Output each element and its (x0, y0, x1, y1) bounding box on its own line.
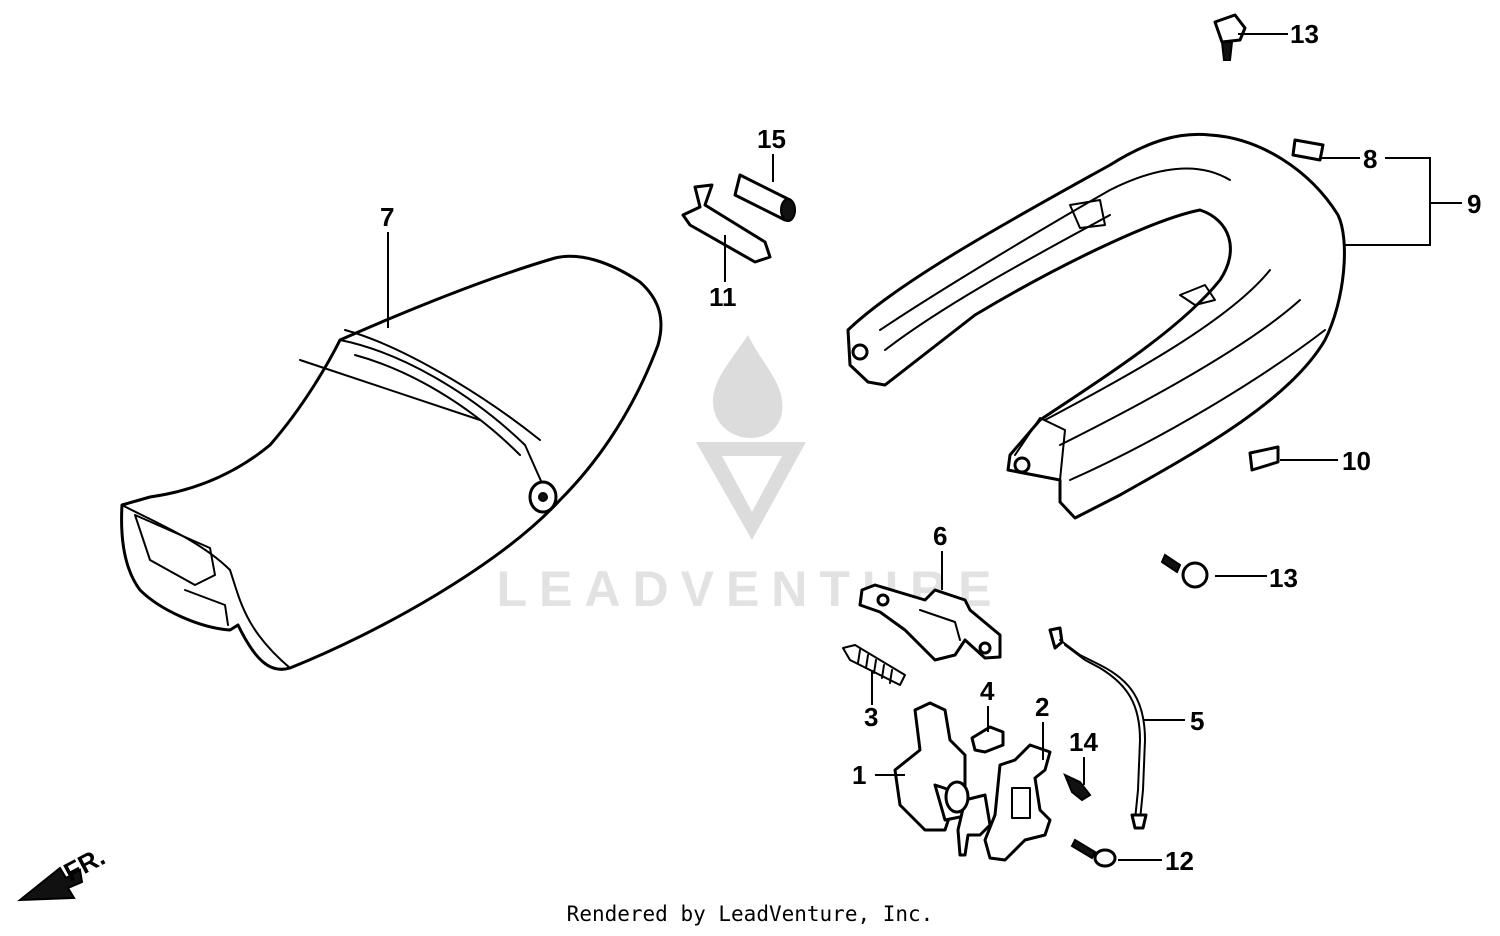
callout-13-top: 13 (1290, 19, 1319, 49)
callout-15: 15 (757, 124, 786, 154)
leader-lines (387, 33, 1462, 861)
part-bolt-13-mid (1160, 553, 1209, 589)
part-emblem-8 (1291, 138, 1325, 162)
callout-2: 2 (1035, 692, 1049, 722)
callout-5: 5 (1190, 706, 1204, 736)
part-lock-bracket-2 (983, 743, 1052, 862)
part-lock-1 (893, 701, 992, 857)
callout-3: 3 (864, 702, 878, 732)
part-rear-cowl (846, 132, 1346, 520)
callout-12: 12 (1165, 846, 1194, 876)
watermark-v-icon (696, 442, 806, 540)
direction-indicator: FR. (17, 841, 110, 902)
callout-7: 7 (380, 202, 394, 232)
part-emblem-10 (1248, 445, 1280, 472)
callout-8: 8 (1363, 144, 1377, 174)
callout-6: 6 (933, 521, 947, 551)
part-seat (120, 254, 663, 671)
watermark: LEADVENTURE (496, 335, 992, 617)
watermark-flame-icon (712, 335, 783, 438)
part-bolt-14 (1063, 773, 1092, 802)
part-tube-15 (733, 173, 796, 222)
part-clip-4 (970, 725, 1005, 754)
part-bolt-13-top (1213, 13, 1247, 61)
callout-11: 11 (709, 282, 737, 312)
callout-14: 14 (1069, 727, 1098, 757)
part-bolt-12 (1070, 838, 1117, 868)
part-cable-5 (1048, 626, 1148, 830)
part-latch-plate-6 (858, 583, 1002, 662)
front-arrow-icon (17, 866, 84, 902)
part-spring-3 (842, 644, 906, 686)
callouts: 7 13 15 11 8 9 10 13 6 3 4 2 1 5 14 12 (380, 19, 1481, 876)
footer-credit: Rendered by LeadVenture, Inc. (566, 902, 934, 926)
callout-4: 4 (980, 676, 995, 706)
callout-10: 10 (1342, 446, 1371, 476)
callout-13-mid: 13 (1269, 563, 1298, 593)
part-bracket-11 (681, 183, 772, 264)
callout-9: 9 (1467, 189, 1481, 219)
callout-1: 1 (852, 760, 866, 790)
